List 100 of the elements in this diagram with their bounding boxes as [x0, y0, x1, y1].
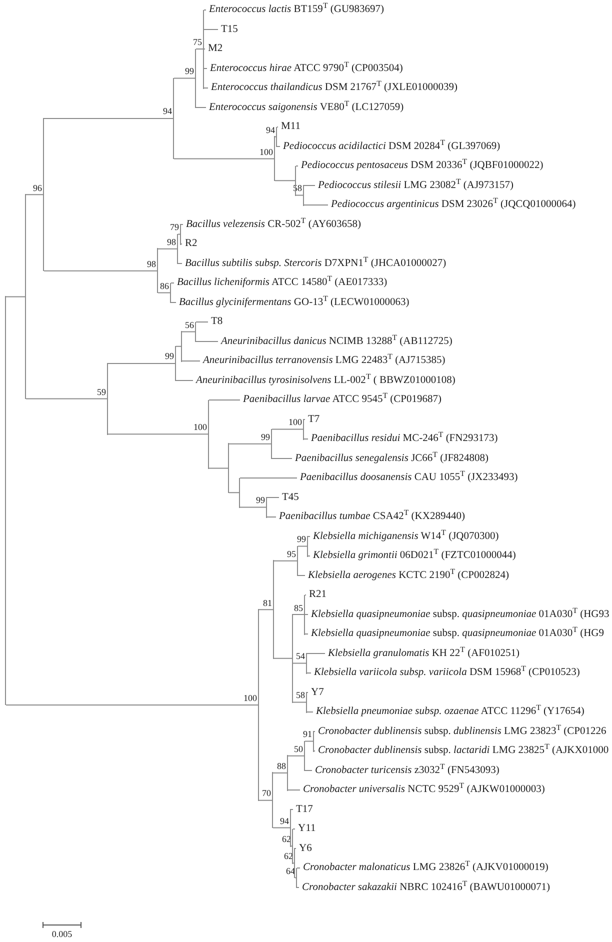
tree-branch: [306, 653, 326, 654]
bootstrap-value: 100: [288, 417, 302, 428]
bootstrap-value: 50: [294, 744, 303, 754]
taxon-label: Cronobacter dublinensis subsp. dublinensis LMG 23823$^{T}$ (CP01226: [315, 724, 606, 738]
taxon-label: Cronobacter sakazakii NBRC 102416$^{T}$ (BAWU01000071): [299, 880, 550, 894]
bootstrap-value: 98: [147, 258, 156, 269]
tree-branch: [266, 516, 276, 518]
tree-branch: [296, 887, 300, 888]
tree-branch: [304, 185, 316, 186]
taxon-label: Klebsiella grimontii 06D021$^{T}$ (FZTC01000044): [310, 549, 516, 563]
taxon-label: Paenibacillus doosanensis CAU 1055$^{T}$ (JX233493): [297, 471, 518, 485]
taxon-label: Enterococcus hirae ATCC 9790$^{T}$ (CP003504): [207, 62, 403, 76]
tree-branch: [178, 263, 182, 264]
tree-branch: [182, 331, 196, 332]
scale-label: 0.005: [52, 929, 72, 940]
taxon-label: Paenibacillus tumbae CSA42$^{T}$ (KX289440): [276, 510, 465, 524]
taxon-label: Paenibacillus larvae ATCC 9545$^{T}$ (CP019687): [240, 393, 442, 407]
bootstrap-value: 59: [97, 386, 106, 397]
bootstrap-value: 99: [256, 495, 265, 506]
tree-branch: [170, 302, 176, 303]
taxon-label: Klebsiella quasipneumoniae subsp. quasipneumoniae 01A030$^{T}$ (HG93: [308, 608, 610, 622]
taxon-label: Pediococcus acidilactici DSM 20284$^{T}$ (GL397069): [280, 140, 500, 154]
tree-branch: [196, 48, 204, 50]
bootstrap-value: 79: [170, 222, 179, 232]
tree-branch: [292, 828, 296, 830]
taxon-label: Bacillus licheniformis ATCC 14580$^{T}$ (AE017333): [174, 276, 388, 290]
tree-branch: [274, 560, 298, 562]
taxon-label: T15: [218, 22, 238, 36]
tree-branch: [178, 234, 180, 235]
tree-branch: [272, 827, 290, 828]
tree-branch: [266, 497, 280, 498]
taxon-label: T45: [279, 490, 299, 504]
bootstrap-value: 94: [280, 816, 289, 826]
taxon-label: Pediococcus stilesii LMG 23082$^{T}$ (AJ973157): [315, 178, 514, 192]
tree-branch: [6, 296, 26, 298]
bootstrap-value: 98: [167, 236, 176, 247]
bootstrap-value: 91: [303, 729, 312, 740]
taxon-label: Paenibacillus senegalensis JC66$^{T}$ (JF824808): [292, 452, 489, 466]
bootstrap-value: 100: [244, 692, 257, 703]
tree-branch: [290, 809, 294, 810]
taxon-label: Y6: [296, 842, 312, 856]
tree-branch: [196, 107, 206, 108]
taxon-label: Aneurinibacillus tyrosinisolvens LL-002$^{T}$ ( BBWZ01000108): [193, 374, 456, 388]
bootstrap-value: 100: [260, 146, 273, 157]
tree-branch: [272, 458, 292, 459]
taxon-label: Cronobacter turicensis z3032$^{T}$ (FN543093): [312, 764, 500, 778]
taxon-label: Klebsiella quasipneumoniae subsp. quasipneumoniae 01A030$^{T}$ (HG9: [308, 627, 604, 641]
taxon-label: Klebsiella michiganensis W14$^{T}$ (JQ070300): [310, 530, 499, 544]
bootstrap-value: 95: [287, 548, 296, 559]
tree-branch: [108, 434, 208, 435]
tree-branch: [176, 380, 194, 381]
taxon-label: T17: [293, 802, 313, 816]
tree-branch: [158, 292, 170, 294]
taxon-label: Cronobacter universalis NCTC 9529$^{T}$ (AJKW01000003): [300, 783, 545, 797]
taxon-label: Klebsiella aerogenes KCTC 2190$^{T}$ (CP002824): [305, 568, 510, 582]
tree-branch: [174, 158, 274, 160]
taxon-label: Bacillus glycinifermentans GO-13$^{T}$ (LECW01000063): [176, 296, 410, 310]
taxon-label: Aneurinibacillus danicus NCIMB 13288$^{T}$ (AB112725): [218, 334, 452, 348]
tree-branch: [158, 248, 178, 250]
bootstrap-value: 99: [297, 534, 306, 544]
taxon-label: Y7: [308, 686, 324, 700]
tree-branch: [292, 614, 304, 615]
bootstrap-value: 99: [165, 351, 174, 362]
taxon-label: Klebsiella granulomatis KH 22$^{T}$ (AF010251): [325, 646, 520, 660]
taxon-label: T7: [305, 412, 320, 426]
tree-branch: [176, 346, 182, 347]
tree-branch: [204, 68, 208, 69]
taxon-label: Bacillus subtilis subsp. Stercoris D7XPN1$^{T}$ (JHCA01000027): [182, 256, 446, 270]
tree-branch: [292, 662, 306, 664]
tree-branch: [272, 428, 304, 430]
taxon-label: M2: [205, 42, 223, 56]
taxon-label: M11: [278, 120, 300, 134]
tree-branch: [304, 770, 312, 771]
taxon-label: Paenibacillus residui MC-246$^{T}$ (FN293173): [308, 432, 498, 446]
bootstrap-value: 100: [194, 422, 207, 432]
tree-branch: [26, 194, 44, 196]
taxon-label: T8: [208, 315, 223, 329]
tree-branch: [208, 468, 228, 469]
bootstrap-value: 54: [296, 651, 305, 662]
tree-branch: [196, 341, 218, 342]
taxon-label: Aneurinibacillus terranovensis LMG 22483$^{T}$ (AJ715385): [200, 354, 446, 368]
bootstrap-value: 64: [286, 866, 295, 876]
tree-branch: [288, 755, 304, 756]
bootstrap-value: 88: [277, 760, 286, 771]
tree-branch: [174, 78, 196, 79]
taxon-label: Klebsiella variicola subsp. variicola DSM 15968$^{T}$ (CP010523): [311, 666, 580, 680]
tree-branch: [308, 536, 310, 537]
tree-branch: [276, 146, 280, 147]
tree-branch: [204, 29, 218, 30]
tree-branch: [304, 204, 328, 206]
tree-branch: [170, 282, 174, 284]
taxon-label: Enterococcus lactis BT159$^{T}$ (GU983697): [206, 3, 384, 17]
tree-branch: [272, 772, 288, 774]
tree-branch: [26, 398, 108, 400]
taxon-label: Klebsiella pneumoniae subsp. ozaenae ATCC 11296$^{T}$ (Y17654): [313, 705, 584, 719]
bootstrap-value: 94: [266, 124, 275, 135]
tree-branch: [240, 506, 266, 508]
tree-branch: [304, 614, 308, 615]
bootstrap-value: 99: [185, 66, 194, 76]
tree-branch: [298, 546, 308, 547]
